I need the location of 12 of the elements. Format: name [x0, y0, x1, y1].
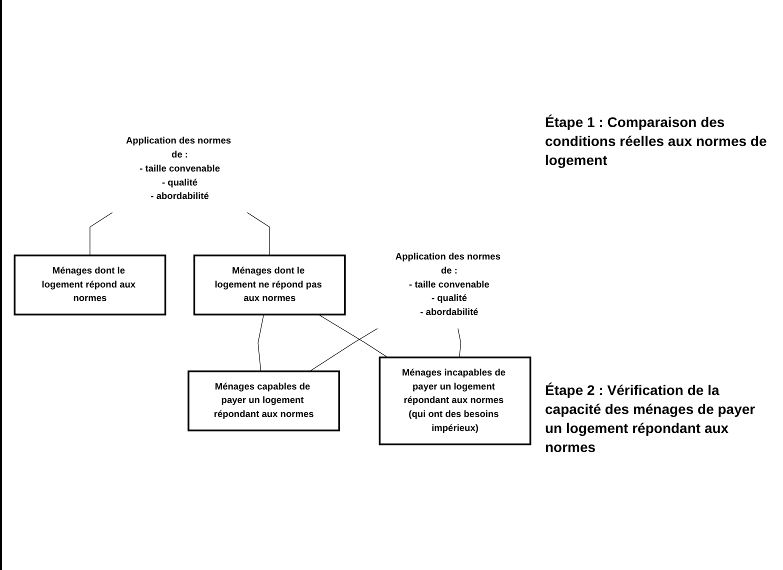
step-note: Étape 1 : Comparaison des conditions réelles aux normes de logement [545, 113, 768, 170]
node-box: Ménages dont le logement ne répond pas aux normes [193, 254, 346, 316]
connector [309, 328, 378, 372]
connector [318, 314, 388, 358]
node-box: Ménages incapables de payer un logement répondant aux normes (qui ont des besoins impérieux) [378, 356, 532, 446]
node-box: Ménages dont le logement répond aux normes [14, 254, 166, 316]
step-note: Étape 2 : Vérification de la capacité des ménages de payer un logement répondant aux normes [545, 380, 756, 457]
connector [458, 328, 462, 358]
node-box: Ménages capables de payer un logement répondant aux normes [188, 370, 340, 432]
node-text: Application des normes de : - taille convenable - qualité - abordabilité [395, 252, 500, 318]
connector [258, 314, 264, 372]
node-text: Application des normes de : - taille convenable - qualité - abordabilité [126, 136, 232, 202]
